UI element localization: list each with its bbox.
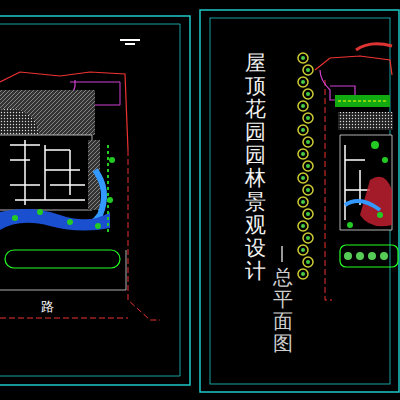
tree-symbol: [301, 248, 305, 252]
tree-symbol: [298, 173, 308, 183]
tree-symbol: [298, 221, 308, 231]
tree-symbol: [306, 140, 310, 144]
tree-symbol: [301, 56, 305, 60]
tree-symbol: [303, 233, 313, 243]
tree-symbol: [303, 89, 313, 99]
tree-symbol: [301, 200, 305, 204]
tree-symbol: [306, 260, 310, 264]
tree-symbol: [303, 257, 313, 267]
tree-symbol: [306, 116, 310, 120]
sheet-title: 屋顶花园园林景观设计: [245, 52, 266, 283]
tree-symbol: [303, 137, 313, 147]
tree-symbol: [303, 113, 313, 123]
tree-symbol: [298, 149, 308, 159]
tree-symbol: [303, 65, 313, 75]
road-label: 路: [40, 298, 55, 316]
tree-symbol: [301, 224, 305, 228]
tree-symbol: [301, 272, 305, 276]
tree-symbol: [306, 68, 310, 72]
tree-symbol: [301, 128, 305, 132]
tree-symbol: [298, 197, 308, 207]
tree-symbol: [301, 176, 305, 180]
tree-symbol: [298, 125, 308, 135]
tree-symbol: [298, 245, 308, 255]
tree-symbol: [303, 209, 313, 219]
tree-symbol: [301, 104, 305, 108]
tree-symbol: [306, 212, 310, 216]
tree-symbol: [298, 53, 308, 63]
drawing-name: 总平面图: [273, 266, 293, 354]
tree-symbol: [306, 92, 310, 96]
tree-symbol: [298, 269, 308, 279]
tree-symbol: [306, 188, 310, 192]
tree-symbol: [301, 80, 305, 84]
tree-symbol: [306, 164, 310, 168]
tree-symbol: [298, 77, 308, 87]
tree-symbol: [303, 185, 313, 195]
tree-symbol: [306, 236, 310, 240]
tree-symbol: [298, 101, 308, 111]
tree-symbol: [301, 152, 305, 156]
tree-symbol: [303, 161, 313, 171]
